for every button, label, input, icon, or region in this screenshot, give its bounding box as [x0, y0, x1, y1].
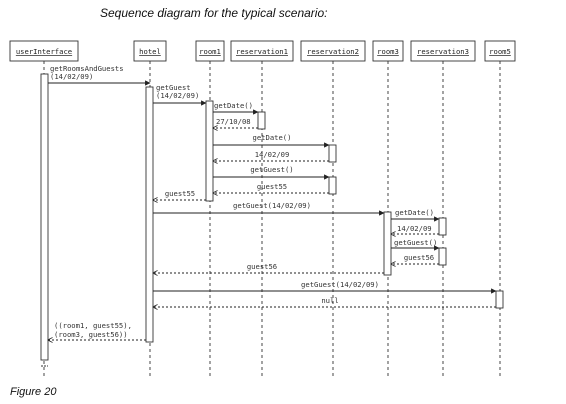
- message-call-12: getGuest(): [391, 238, 440, 251]
- lifeline-label: hotel: [139, 47, 161, 56]
- diagram-title: Sequence diagram for the typical scenari…: [100, 6, 328, 20]
- message-label: guest55: [257, 182, 287, 191]
- message-label: (14/02/09): [50, 72, 93, 81]
- lifeline-box: [133, 40, 167, 62]
- activation-bar-reservation1: [257, 111, 266, 130]
- message-call-2: getDate(): [213, 101, 259, 115]
- message-label: getGuest(14/02/09): [233, 201, 311, 210]
- lifeline-label: reservation2: [307, 47, 359, 56]
- message-call-9: getGuest(14/02/09): [153, 201, 385, 216]
- message-return-5: 14/02/09: [213, 150, 329, 161]
- message-return-14: guest56: [153, 262, 384, 273]
- message-label: guest55: [165, 189, 195, 198]
- message-label: ((room1, guest55),: [54, 321, 132, 330]
- lifeline-reservation1: reservation1: [230, 40, 294, 378]
- lifeline-room1: room1: [195, 40, 225, 378]
- message-return-17: ((room1, guest55),(room3, guest56)): [48, 321, 146, 340]
- lifeline-box: [9, 40, 79, 62]
- activation-bar-reservation2: [328, 176, 337, 195]
- message-call-10: getDate(): [391, 208, 440, 222]
- lifeline-box: [195, 40, 225, 62]
- message-label: getDate(): [214, 101, 253, 110]
- message-return-13: guest56: [391, 253, 439, 264]
- message-label: (room3, guest56)): [54, 330, 128, 339]
- message-label: getDate(): [395, 208, 434, 217]
- lifeline-room5: room5: [484, 40, 516, 378]
- lifeline-box: [484, 40, 516, 62]
- message-call-6: getGuest(): [213, 165, 330, 180]
- figure-label: Figure 20: [10, 386, 57, 398]
- activation-bar-room5: [495, 290, 504, 309]
- activation-bar-userInterface: [40, 73, 49, 361]
- lifeline-label: userInterface: [16, 47, 72, 56]
- message-call-4: getDate(): [213, 133, 330, 148]
- message-label: getGuest(): [250, 165, 293, 174]
- activation-bar-room3: [383, 211, 392, 276]
- message-return-16: null: [153, 296, 496, 307]
- activation-bar-reservation3: [438, 247, 447, 266]
- message-return-8: guest55: [153, 189, 206, 200]
- lifeline-box: [300, 40, 366, 62]
- message-return-7: guest55: [213, 182, 329, 193]
- message-label: (14/02/09): [156, 91, 199, 100]
- message-return-11: 14/02/09: [391, 224, 439, 234]
- lifeline-box: [372, 40, 404, 62]
- activation-bar-room1: [205, 100, 214, 202]
- message-label: 27/10/08: [216, 117, 251, 126]
- message-label: guest56: [247, 262, 277, 271]
- lifeline-box: [410, 40, 476, 62]
- lifeline-label: room5: [489, 47, 511, 56]
- message-label: null: [321, 296, 338, 305]
- activation-bar-reservation2: [328, 144, 337, 163]
- lifeline-label: reservation3: [417, 47, 469, 56]
- message-call-15: getGuest(14/02/09): [153, 280, 497, 294]
- message-label: getGuest(14/02/09): [301, 280, 379, 289]
- message-call-1: getGuest(14/02/09): [153, 83, 207, 106]
- lifeline-label: room3: [377, 47, 399, 56]
- message-label: getRoomsAndGuests: [50, 64, 124, 73]
- activation-bar-hotel: [145, 86, 154, 343]
- message-label: 14/02/09: [397, 224, 432, 233]
- lifeline-box: [230, 40, 294, 62]
- activation-bar-reservation3: [438, 217, 447, 236]
- message-label: 14/02/09: [255, 150, 290, 159]
- message-call-0: getRoomsAndGuests(14/02/09): [48, 64, 151, 86]
- message-label: getDate(): [253, 133, 292, 142]
- lifeline-label: room1: [199, 47, 221, 56]
- message-label: guest56: [404, 253, 434, 262]
- lifeline-label: reservation1: [236, 47, 288, 56]
- lifeline-reservation2: reservation2: [300, 40, 366, 378]
- message-label: getGuest(): [394, 238, 437, 247]
- message-label: getGuest: [156, 83, 191, 92]
- message-return-3: 27/10/08: [213, 117, 258, 128]
